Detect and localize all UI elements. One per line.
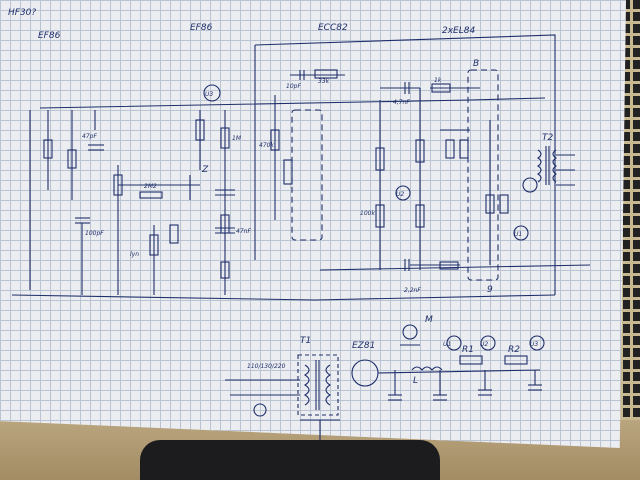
b-plus-rail bbox=[39, 97, 546, 109]
u2-mid-marker: U2 bbox=[396, 191, 404, 198]
res-e-label: 1k bbox=[434, 77, 442, 84]
node-b-label: B bbox=[473, 59, 479, 69]
u2-marker: U2 bbox=[480, 341, 488, 348]
meter-label: M bbox=[425, 315, 433, 325]
corner-label: HF30? bbox=[8, 8, 36, 18]
u3-marker: U3 bbox=[530, 341, 538, 348]
person-silhouette bbox=[140, 440, 440, 480]
tube3-label: ECC82 bbox=[318, 23, 348, 33]
res-c-label: 1M bbox=[232, 135, 242, 142]
r2-label: R2 bbox=[508, 345, 520, 355]
res-d-label: 33k bbox=[318, 78, 330, 85]
u1-right-marker: U1 bbox=[514, 231, 522, 238]
mains-voltage-label: 110/130/220 bbox=[247, 363, 286, 370]
res-a-label: 2M2 bbox=[144, 183, 157, 190]
cap-b-label: 100pF bbox=[85, 230, 104, 237]
top-rail bbox=[254, 34, 556, 295]
cap-d-label: 47nF bbox=[236, 228, 251, 235]
res-b-label: 470k bbox=[259, 142, 274, 149]
res-f-label: 100k bbox=[360, 210, 375, 217]
cap-f-label: 10pF bbox=[286, 83, 301, 90]
node-9-label: 9 bbox=[487, 285, 493, 295]
control-label: lyn bbox=[130, 251, 139, 258]
tube2-label: EF86 bbox=[190, 23, 213, 33]
cap-a-label: 47pF bbox=[82, 133, 97, 140]
ground-rail bbox=[11, 294, 556, 301]
rectifier-label: EZ81 bbox=[352, 341, 375, 351]
tube4-label: 2xEL84 bbox=[442, 26, 475, 36]
tube1-label: EF86 bbox=[38, 31, 61, 41]
output-transformer-label: T2 bbox=[542, 133, 553, 143]
power-transformer-label: T1 bbox=[300, 336, 311, 346]
node-z-label: Z bbox=[201, 165, 209, 175]
cap-c-label: 4,7nF bbox=[393, 99, 410, 106]
u3-top-marker: U3 bbox=[205, 91, 213, 98]
u1-marker: U1 bbox=[443, 341, 451, 348]
r1-label: R1 bbox=[462, 345, 474, 355]
cap-e-label: 2,2nF bbox=[404, 287, 421, 294]
choke-label: L bbox=[413, 376, 418, 386]
